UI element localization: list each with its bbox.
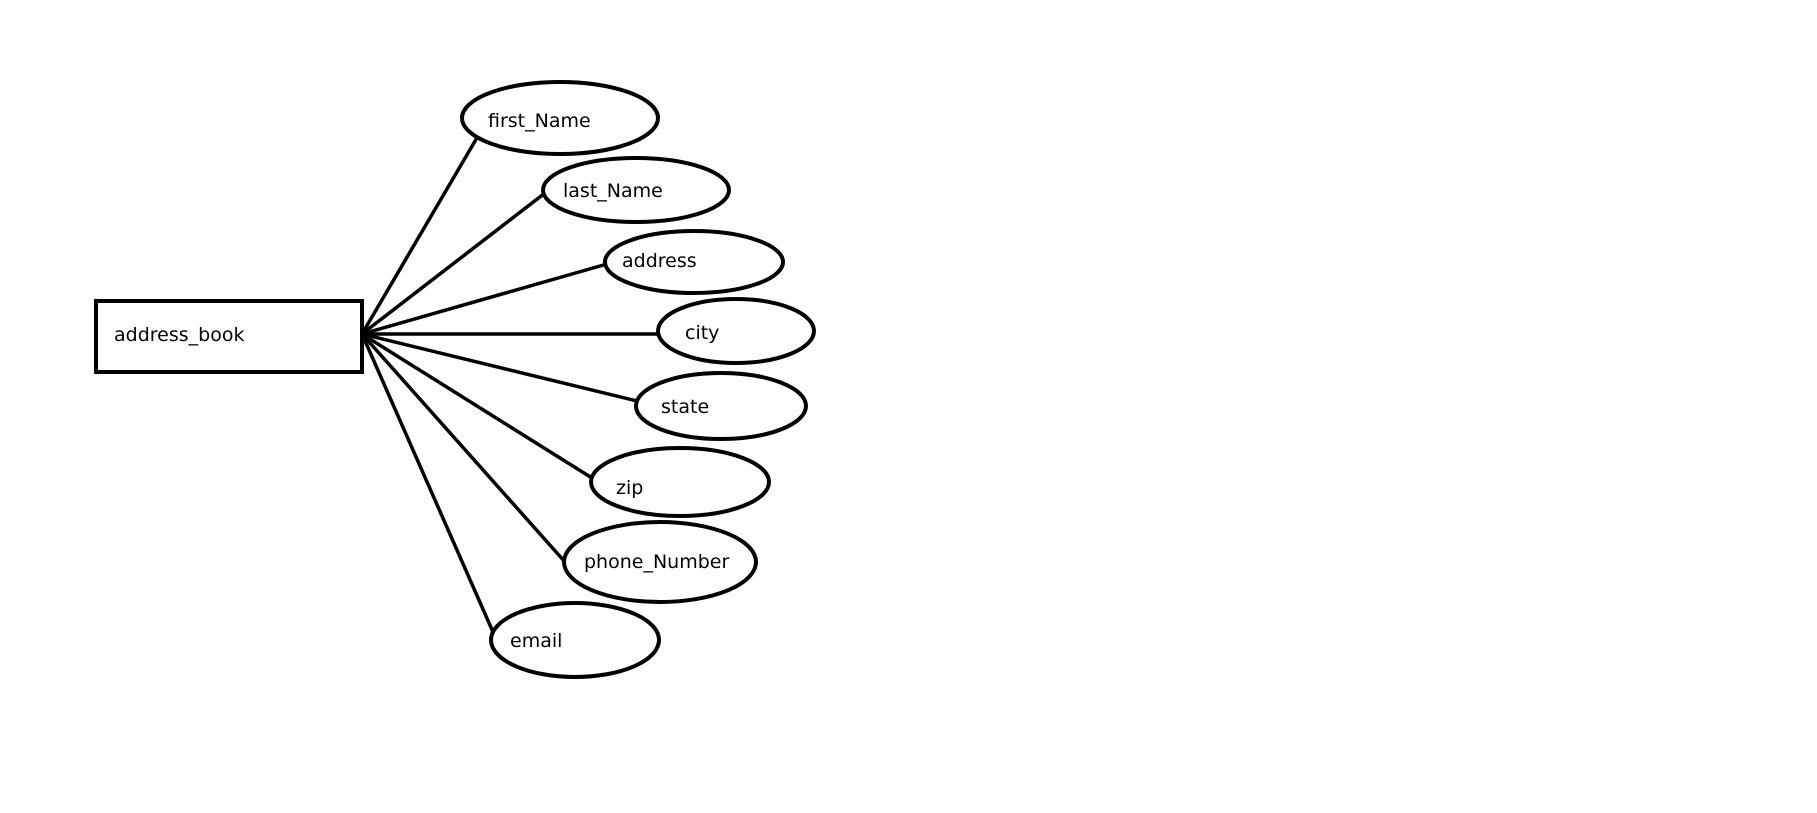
connector-phone-number: [360, 332, 567, 564]
attribute-ellipse: [656, 297, 816, 365]
connector-zip: [360, 332, 594, 480]
attribute-label: zip: [616, 477, 643, 499]
attribute-ellipse: [603, 229, 785, 295]
entity-label: address_book: [114, 324, 244, 346]
attribute-city[interactable]: city: [656, 297, 816, 365]
attribute-label: city: [685, 322, 719, 344]
attribute-ellipse: [562, 520, 758, 604]
attribute-zip[interactable]: zip: [589, 446, 771, 518]
attribute-ellipse: [460, 80, 660, 156]
attribute-first-name[interactable]: first_Name: [460, 80, 660, 156]
attribute-label: last_Name: [563, 180, 663, 202]
connector-last-name: [360, 191, 547, 336]
attribute-phone-number[interactable]: phone_Number: [562, 520, 758, 604]
entity-box: [94, 299, 364, 374]
connector-first-name: [360, 134, 480, 336]
attribute-ellipse: [489, 601, 661, 679]
connector-email: [360, 332, 495, 634]
connector-state: [360, 332, 639, 403]
attribute-ellipse: [634, 371, 808, 441]
connectors: [360, 134, 660, 634]
entity-address-book[interactable]: address_book: [94, 299, 364, 374]
attribute-label: email: [510, 630, 562, 652]
attribute-ellipse: [589, 446, 771, 518]
attribute-label: phone_Number: [584, 551, 729, 573]
attribute-last-name[interactable]: last_Name: [541, 156, 731, 224]
connector-address: [360, 262, 609, 336]
attribute-label: first_Name: [488, 110, 591, 132]
attribute-address[interactable]: address: [603, 229, 785, 295]
attribute-ellipse: [541, 156, 731, 224]
attribute-email[interactable]: email: [489, 601, 661, 679]
attribute-label: address: [622, 250, 697, 272]
attribute-state[interactable]: state: [634, 371, 808, 441]
attribute-label: state: [661, 396, 709, 418]
